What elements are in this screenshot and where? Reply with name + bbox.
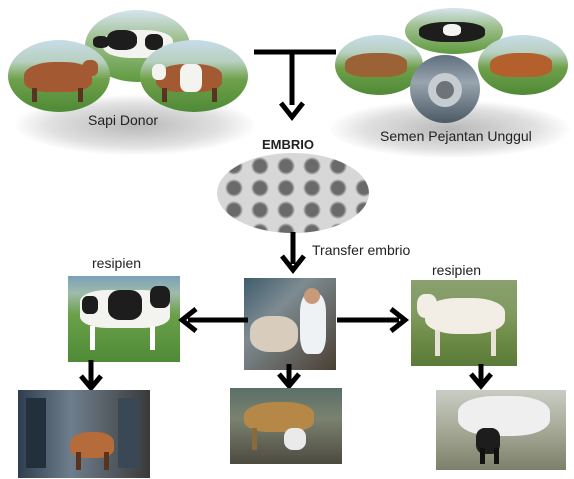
arrow-down-icon: [277, 97, 307, 127]
donor-photo-brown: [8, 40, 110, 112]
transfer-embrio-label: Transfer embrio: [312, 242, 410, 258]
bull-photo-right: [478, 35, 568, 95]
sapi-donor-label: Sapi Donor: [88, 112, 158, 128]
calf-photo-left: [18, 390, 150, 478]
resipien-left-label: resipien: [92, 255, 141, 271]
recipient-photo-left: [68, 276, 180, 362]
semen-label: Semen Pejantan Unggul: [380, 128, 532, 144]
calf-photo-center: [230, 388, 342, 464]
bull-photo-lab: [410, 55, 480, 123]
arrow-down-icon: [76, 360, 106, 394]
arrow-left-icon: [178, 306, 258, 336]
arrow-right-icon: [333, 306, 413, 336]
recipient-photo-right: [411, 280, 517, 366]
embryo-image: [217, 153, 369, 233]
calf-photo-right: [436, 390, 566, 470]
arrow-down-icon: [466, 364, 496, 392]
donor-photo-redwhite: [140, 40, 248, 112]
resipien-right-label: resipien: [432, 262, 481, 278]
embrio-label: EMBRIO: [262, 137, 314, 152]
arrow-down-icon: [278, 252, 308, 276]
